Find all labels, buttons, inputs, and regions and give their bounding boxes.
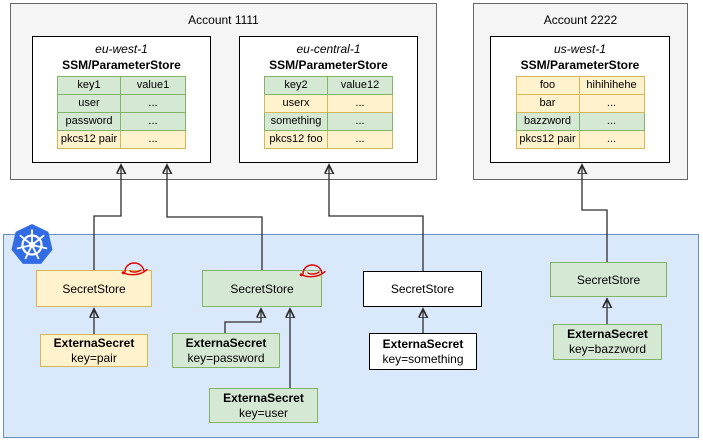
external-secret-key: key=user <box>238 405 289 420</box>
external-secret-something: ExternaSecret key=something <box>369 333 477 370</box>
external-secret-bazzword: ExternaSecret key=bazzword <box>553 324 662 360</box>
table-row: pkcs12 pair... <box>515 130 645 149</box>
secret-store-4: SecretStore <box>550 262 667 297</box>
secret-store-3: SecretStore <box>363 271 482 307</box>
redhat-icon <box>121 262 148 276</box>
param-key-cell: key2 <box>264 76 328 95</box>
region-name: eu-central-1 <box>296 42 361 56</box>
external-secret-password: ExternaSecret key=password <box>172 333 280 368</box>
external-secret-pair: ExternaSecret key=pair <box>40 334 148 367</box>
arrow-store4-to-us-west-1 <box>582 165 608 262</box>
external-secret-name: ExternaSecret <box>53 335 135 350</box>
account-title: Account 2222 <box>543 13 618 27</box>
parameter-store-title: SSM/ParameterStore <box>62 58 181 72</box>
table-row: pkcs12 foo... <box>264 130 393 149</box>
secret-store-label: SecretStore <box>230 281 294 296</box>
region-name: eu-west-1 <box>95 42 148 56</box>
external-secret-key: key=bazzword <box>568 342 647 356</box>
secret-store-label: SecretStore <box>390 282 455 296</box>
param-value-cell: ... <box>578 94 645 113</box>
kubernetes-icon <box>11 224 53 264</box>
param-value-cell: ... <box>327 112 393 131</box>
table-row: userx... <box>264 94 393 113</box>
param-key-cell: userx <box>264 94 328 113</box>
param-key-cell: pkcs12 pair <box>515 130 580 149</box>
param-value-cell: ... <box>578 112 645 131</box>
param-key-cell: pkcs12 pair <box>57 130 121 149</box>
arrow-store2-to-eu-west-1 <box>167 165 263 270</box>
external-secret-user: ExternaSecret key=user <box>209 388 318 423</box>
external-secret-key: key=something <box>382 351 464 366</box>
external-secret-key: key=password <box>187 350 265 365</box>
param-key-cell: foo <box>515 76 580 95</box>
external-secret-name: ExternaSecret <box>185 335 267 350</box>
param-key-cell: bazzword <box>515 112 580 131</box>
external-secret-name: ExternaSecret <box>223 390 304 405</box>
param-value-cell: ... <box>578 130 645 149</box>
table-row: something... <box>264 112 393 131</box>
param-value-cell: ... <box>327 130 393 149</box>
arrow-password-to-store2 <box>224 309 261 333</box>
secret-store-label: SecretStore <box>576 272 641 287</box>
table-row: user... <box>57 94 186 113</box>
account-title: Account 1111 <box>188 13 259 27</box>
param-value-cell: ... <box>120 112 186 131</box>
param-value-cell: ... <box>120 130 186 149</box>
param-key-cell: user <box>57 94 121 113</box>
external-secret-name: ExternaSecret <box>382 336 464 351</box>
param-key-cell: pkcs12 foo <box>264 130 328 149</box>
arrow-store3-to-eu-central-1 <box>329 165 424 271</box>
secret-store-1: SecretStore <box>36 262 152 307</box>
arrow-store1-to-eu-west-1 <box>93 165 121 270</box>
parameter-store-title: SSM/ParameterStore <box>269 58 388 72</box>
secret-store-label: SecretStore <box>62 281 126 296</box>
external-secret-name: ExternaSecret <box>567 327 648 341</box>
parameter-store-title: SSM/ParameterStore <box>520 58 640 72</box>
region-name: us-west-1 <box>553 42 606 56</box>
external-secret-key: key=pair <box>71 350 117 365</box>
table-row: pkcs12 pair... <box>57 130 186 149</box>
param-value-cell: value1 <box>120 76 186 95</box>
secret-store-2: SecretStore <box>202 264 326 307</box>
param-value-cell: hihihihehe <box>578 76 645 95</box>
table-row: bazzword... <box>515 112 645 131</box>
redhat-icon <box>299 264 326 278</box>
param-key-cell: password <box>57 112 121 131</box>
table-row: password... <box>57 112 186 131</box>
